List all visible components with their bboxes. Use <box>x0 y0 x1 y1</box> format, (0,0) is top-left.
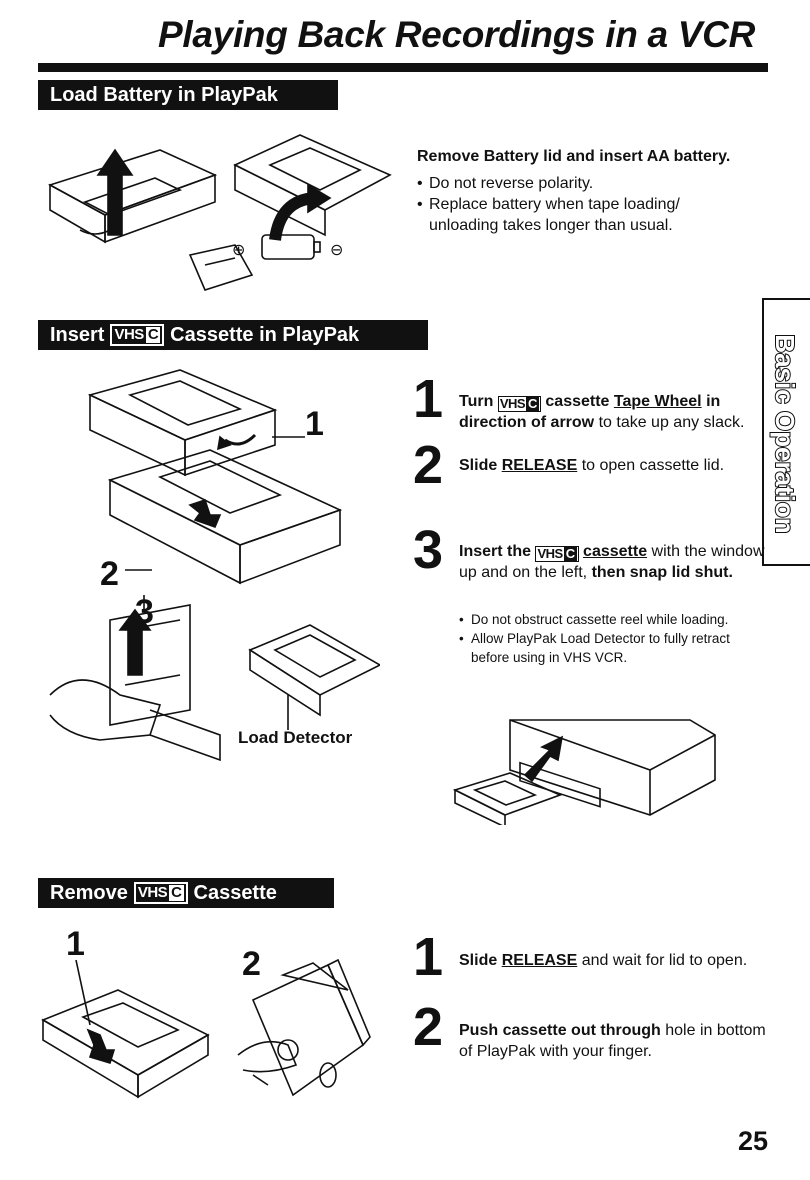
battery-bullets: Do not reverse polarity. Replace battery… <box>417 173 747 236</box>
vcr-illustration <box>450 715 720 829</box>
step-number: 1 <box>413 927 444 987</box>
page-title: Playing Back Recordings in a VCR <box>158 14 755 55</box>
side-tab-label: Basic Operation <box>769 333 801 534</box>
figure-label-2: 2 <box>100 555 119 593</box>
remove-step-2: Push cassette out through hole in bottom… <box>459 1022 766 1060</box>
remove-step-1: Slide RELEASE and wait for lid to open. <box>459 952 748 969</box>
vcr-diagram <box>452 719 716 829</box>
insert-bullets: Do not obstruct cassette reel while load… <box>459 610 759 667</box>
step-number: 3 <box>413 520 444 580</box>
side-tab: Basic Operation <box>762 298 810 566</box>
figure-label-2: 2 <box>242 945 261 983</box>
bullet-item: Allow PlayPak Load Detector to fully ret… <box>459 629 759 667</box>
remove-cassette-illustration: 1 2 <box>38 925 378 1125</box>
step-number: 1 <box>413 369 444 429</box>
polarity-plus-icon: ⊕ <box>232 242 246 259</box>
bullet-item: Do not obstruct cassette reel while load… <box>459 610 759 629</box>
title-rule <box>38 63 768 72</box>
section-header-load-battery: Load Battery in PlayPak <box>38 80 338 110</box>
battery-instructions: Remove Battery lid and insert AA battery… <box>417 146 747 236</box>
insert-step-2: Slide RELEASE to open cassette lid. <box>459 457 725 474</box>
figure-label-1: 1 <box>66 925 85 963</box>
polarity-minus-icon: ⊖ <box>330 242 344 259</box>
remove-cassette-diagram <box>41 958 371 1099</box>
section-header-label: Load Battery in PlayPak <box>50 84 278 106</box>
page-number: 25 <box>737 1126 768 1156</box>
insert-cassette-illustration: 1 2 3 Load Detector <box>40 365 382 780</box>
bullet-item: Do not reverse polarity. <box>417 173 747 194</box>
battery-heading: Remove Battery lid and insert AA battery… <box>417 148 731 165</box>
section-header-post: Cassette in PlayPak <box>170 324 360 346</box>
load-detector-label: Load Detector <box>238 728 353 747</box>
battery-illustration: ⊕ ⊖ <box>40 130 400 300</box>
bullet-item: Replace battery when tape loading/ unloa… <box>417 194 747 236</box>
section-header-pre: Remove <box>50 882 128 904</box>
section-header-pre: Insert <box>50 324 105 346</box>
figure-label-3: 3 <box>135 593 154 631</box>
step-number: 2 <box>413 997 444 1057</box>
section-header-post: Cassette <box>193 882 277 904</box>
figure-label-1: 1 <box>305 405 324 443</box>
battery-diagram <box>47 134 392 291</box>
step-number: 2 <box>413 435 444 495</box>
insert-cassette-diagram <box>49 369 382 762</box>
